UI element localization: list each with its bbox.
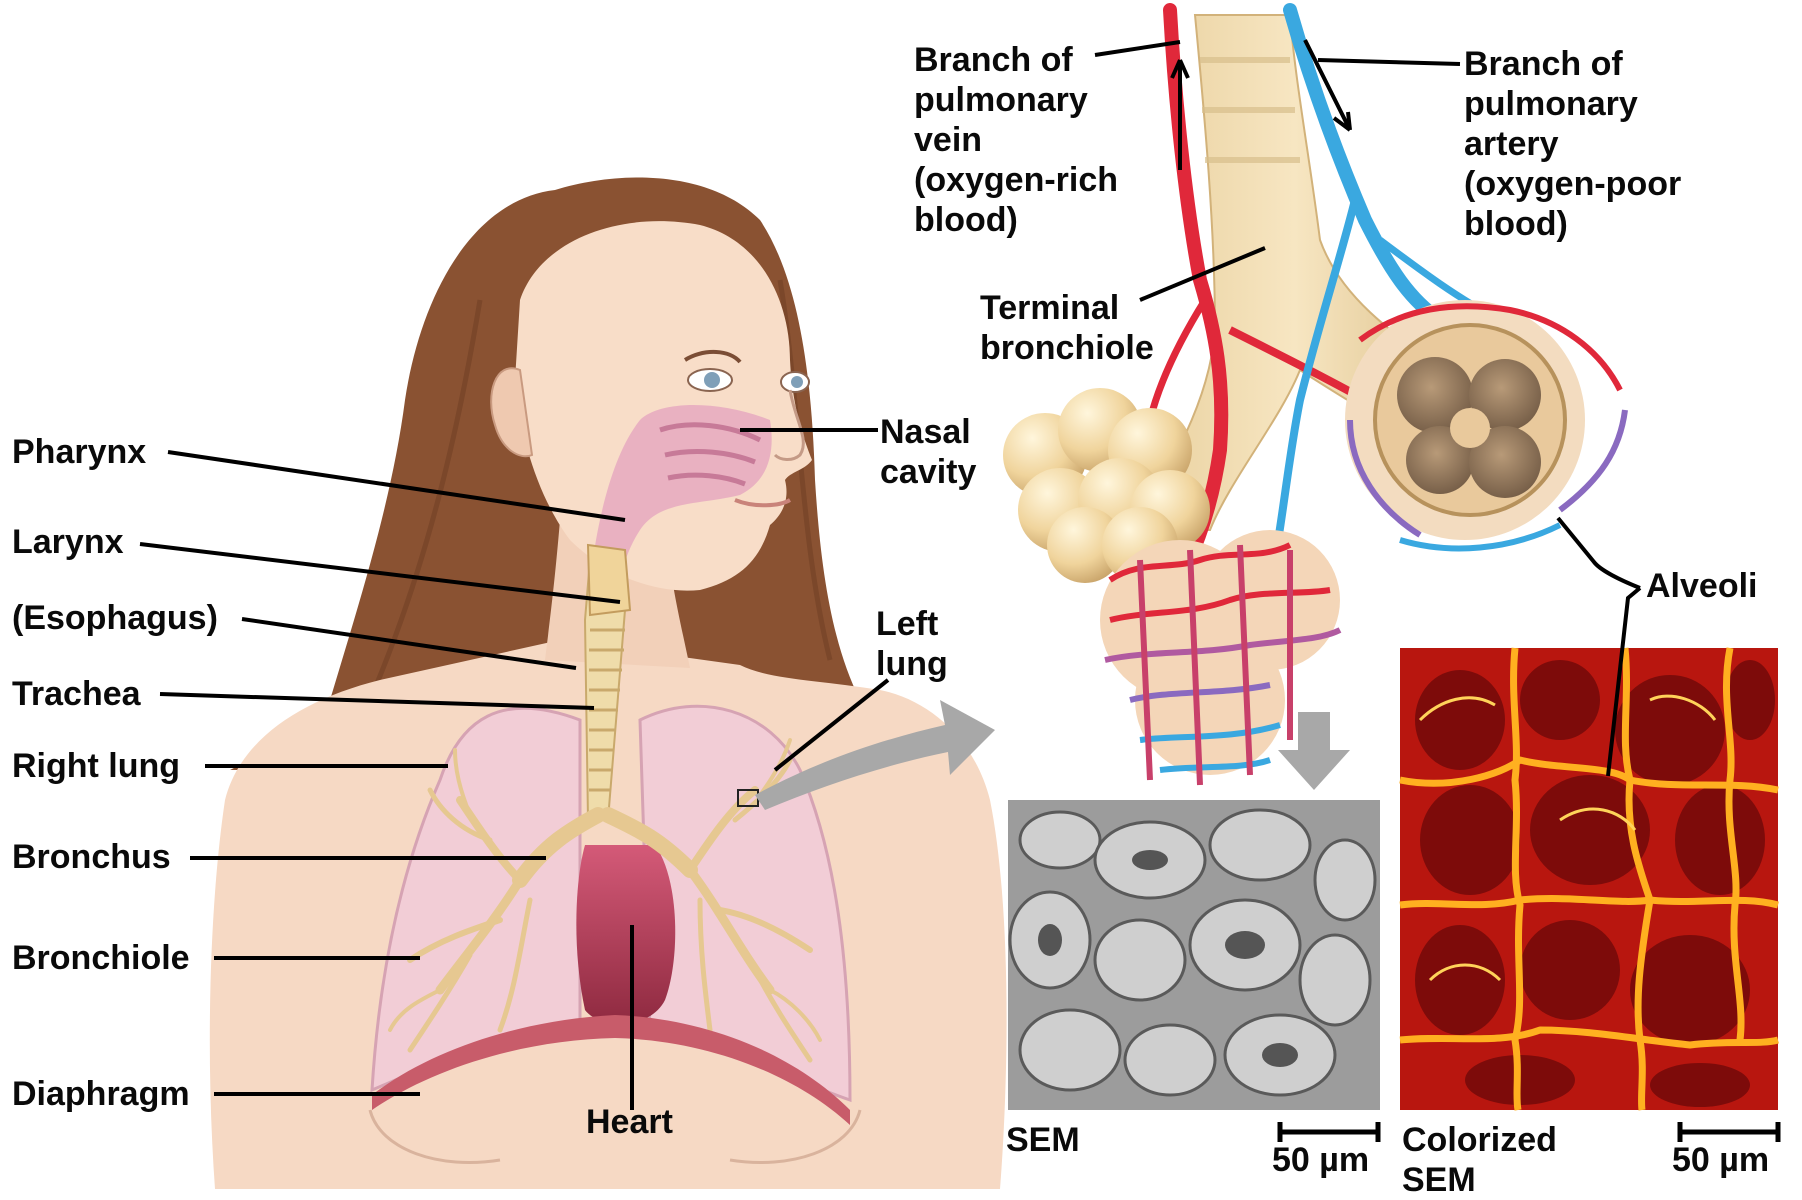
label-bronchiole: Bronchiole xyxy=(12,938,190,978)
label-diaphragm: Diaphragm xyxy=(12,1074,190,1114)
label-right-lung: Right lung xyxy=(12,746,180,786)
label-bronchus: Bronchus xyxy=(12,837,171,877)
label-alveoli: Alveoli xyxy=(1646,566,1757,606)
label-larynx: Larynx xyxy=(12,522,124,562)
label-scale-bar-2: 50 µm xyxy=(1672,1140,1769,1180)
label-nasal-cavity: Nasal cavity xyxy=(880,412,976,492)
label-colorized-sem: Colorized SEM xyxy=(1402,1120,1557,1200)
label-pulmonary-vein: Branch of pulmonary vein (oxygen-rich bl… xyxy=(914,40,1118,240)
label-pharynx: Pharynx xyxy=(12,432,146,472)
larynx xyxy=(588,545,630,615)
scale-bar-2 xyxy=(1680,1122,1778,1142)
label-scale-bar-1: 50 µm xyxy=(1272,1140,1369,1180)
scale-bar-1 xyxy=(1280,1122,1378,1142)
label-sem: SEM xyxy=(1006,1120,1080,1160)
label-trachea: Trachea xyxy=(12,674,141,714)
colorized-sem-image xyxy=(1400,648,1778,1110)
alveolar-sac-cutaway xyxy=(1345,300,1625,548)
label-pulmonary-artery: Branch of pulmonary artery (oxygen-poor … xyxy=(1464,44,1681,244)
heart-shape xyxy=(576,845,675,1024)
label-terminal-bronchiole: Terminal bronchiole xyxy=(980,288,1154,368)
label-heart: Heart xyxy=(586,1102,673,1142)
sem-image xyxy=(1008,800,1380,1110)
label-left-lung: Left lung xyxy=(876,604,948,684)
label-esophagus: (Esophagus) xyxy=(12,598,218,638)
leader-pulmonary-artery xyxy=(1318,60,1460,64)
